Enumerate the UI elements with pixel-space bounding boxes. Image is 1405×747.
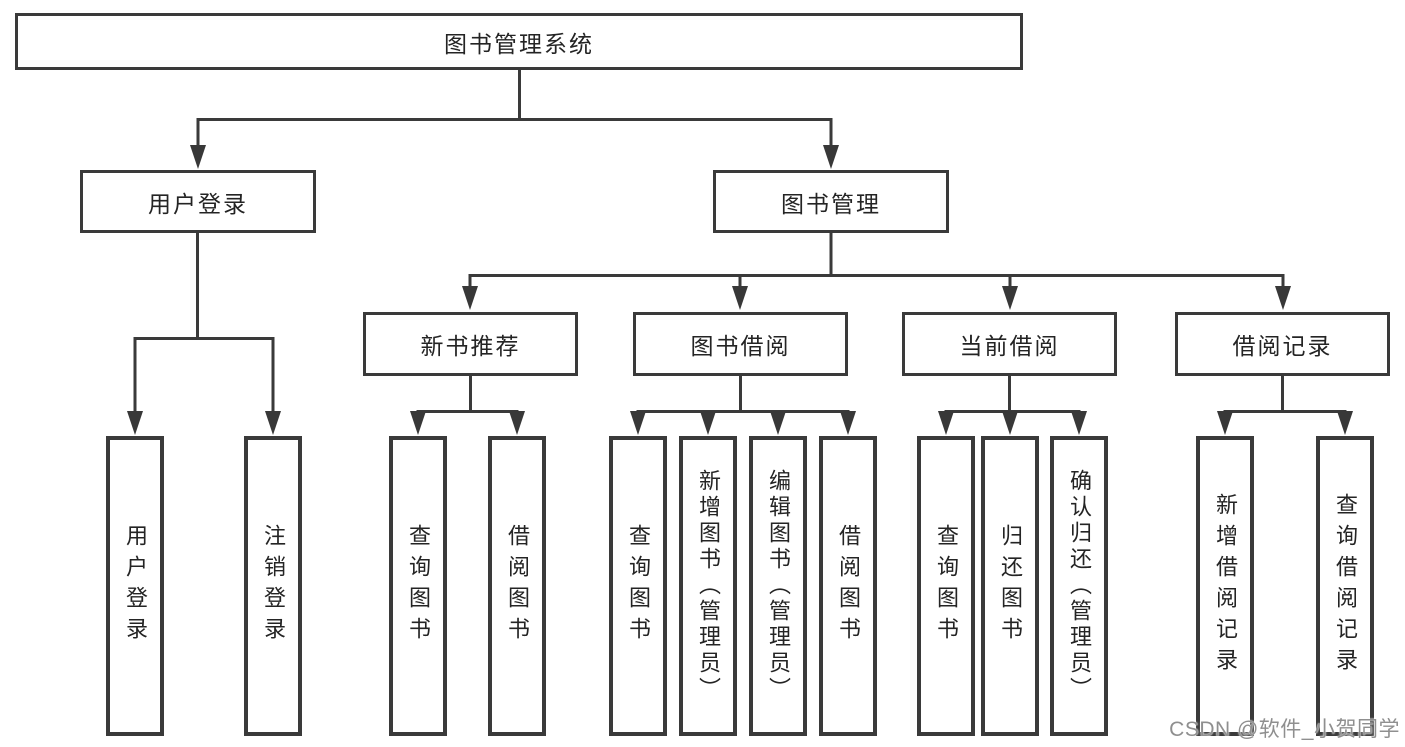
leaf-recommend-borrow-books: 借阅图书 (488, 436, 546, 736)
node-new-book-recommend-label: 新书推荐 (420, 333, 521, 359)
leaf-query-borrow-record-label: 查询借阅记录 (1333, 493, 1358, 679)
leaf-query-borrow-record: 查询借阅记录 (1316, 436, 1374, 736)
csdn-watermark: CSDN @软件_小贺同学 (1169, 718, 1400, 741)
leaf-add-books-admin: 新增图书（管理员） (679, 436, 737, 736)
node-user-login: 用户登录 (80, 170, 316, 233)
leaf-borrowing-query-books-label: 查询图书 (626, 524, 651, 648)
node-book-management: 图书管理 (713, 170, 949, 233)
leaf-return-books-label: 归还图书 (998, 524, 1023, 648)
node-user-login-label: 用户登录 (148, 190, 248, 217)
leaf-borrowing-borrow-books-label: 借阅图书 (836, 524, 861, 648)
node-book-borrowing-label: 图书借阅 (690, 333, 791, 359)
node-current-borrowing: 当前借阅 (902, 312, 1117, 376)
leaf-borrowing-query-books: 查询图书 (609, 436, 667, 736)
leaf-return-books: 归还图书 (981, 436, 1039, 736)
node-new-book-recommend: 新书推荐 (363, 312, 578, 376)
leaf-logout: 注销登录 (244, 436, 302, 736)
node-borrowing-records: 借阅记录 (1175, 312, 1390, 376)
leaf-add-borrow-record: 新增借阅记录 (1196, 436, 1254, 736)
leaf-borrowing-borrow-books: 借阅图书 (819, 436, 877, 736)
leaf-edit-books-admin-label: 编辑图书（管理员） (766, 469, 791, 703)
leaf-confirm-return-admin: 确认归还（管理员） (1050, 436, 1108, 736)
leaf-current-query-books-label: 查询图书 (934, 524, 959, 648)
leaf-current-query-books: 查询图书 (917, 436, 975, 736)
leaf-recommend-query-books-label: 查询图书 (406, 524, 431, 648)
leaf-recommend-query-books: 查询图书 (389, 436, 447, 736)
node-borrowing-records-label: 借阅记录 (1232, 333, 1333, 359)
node-library-system-label: 图书管理系统 (444, 30, 594, 57)
node-book-management-label: 图书管理 (781, 190, 881, 217)
leaf-add-books-admin-label: 新增图书（管理员） (696, 469, 721, 703)
leaf-user-login-label: 用户登录 (123, 524, 148, 648)
leaf-confirm-return-admin-label: 确认归还（管理员） (1067, 469, 1092, 703)
leaf-user-login: 用户登录 (106, 436, 164, 736)
node-current-borrowing-label: 当前借阅 (959, 333, 1060, 359)
leaf-add-borrow-record-label: 新增借阅记录 (1213, 493, 1238, 679)
leaf-recommend-borrow-books-label: 借阅图书 (505, 524, 530, 648)
leaf-edit-books-admin: 编辑图书（管理员） (749, 436, 807, 736)
leaf-logout-label: 注销登录 (261, 524, 286, 648)
node-book-borrowing: 图书借阅 (633, 312, 848, 376)
node-library-system: 图书管理系统 (15, 13, 1023, 70)
